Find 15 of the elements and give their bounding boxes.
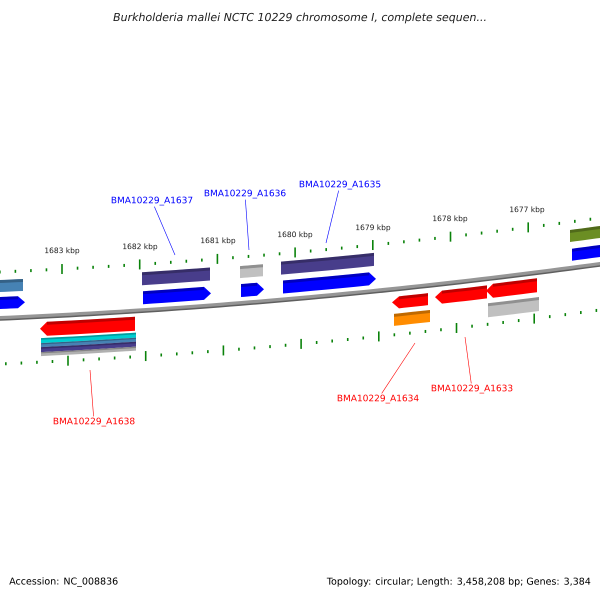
leader-line (245, 199, 250, 250)
footer-text: Accession: NC_008836 (9, 577, 118, 587)
gene-label: BMA10229_A1635 (300, 180, 380, 190)
leader-line (154, 206, 176, 256)
footer-text: Topology: circular; Length: 3,458,208 bp; Genes: 3,384 (326, 577, 590, 587)
title: Burkholderia mallei NCTC 10229 chromosome I, complete sequen... (113, 12, 486, 24)
gene-label: BMA10229_A1637 (112, 196, 192, 206)
gene-label: BMA10229_A1638 (54, 418, 135, 426)
leader-line (326, 190, 339, 244)
leader-line (464, 336, 472, 384)
leader-line (381, 342, 416, 394)
gene-label: BMA10229_A1633 (432, 384, 512, 394)
gene-label: BMA10229_A1636 (204, 190, 286, 198)
gene-label: BMA10229_A1634 (338, 394, 419, 404)
leader-line (90, 370, 94, 417)
